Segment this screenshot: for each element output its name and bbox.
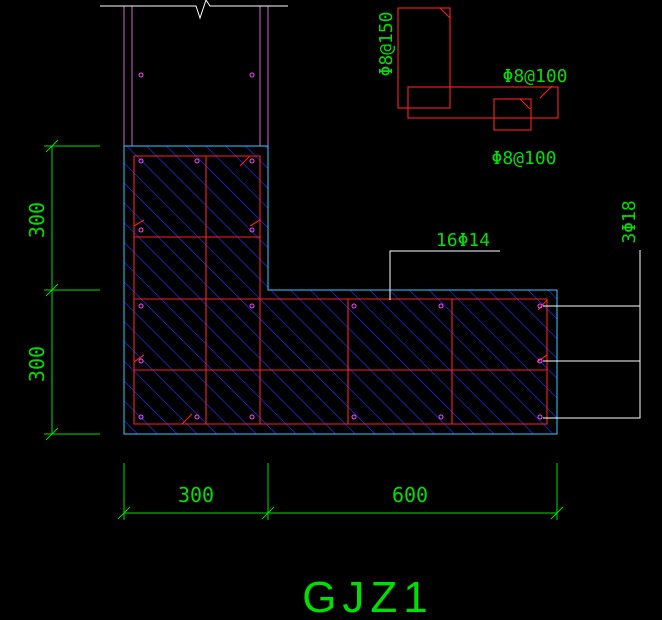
rebar-dot	[537, 303, 543, 309]
drawing-title: GJZ1	[302, 573, 434, 620]
rebar-dot	[138, 414, 144, 420]
column-outline	[123, 145, 558, 435]
dim-vertical-lower: 300	[25, 346, 49, 382]
upper-wall	[100, 0, 288, 146]
rebar-dot	[194, 414, 200, 420]
rebar-dot	[537, 358, 543, 364]
stirrup-horizontal-shape	[407, 86, 559, 119]
dim-horizontal-left: 300	[178, 483, 214, 507]
rebar-dot	[138, 158, 144, 164]
stirrup-horizontal-label: Φ8@100	[502, 66, 567, 87]
rebar-dot	[249, 158, 255, 164]
main-bars-label: 16Φ14	[436, 230, 490, 251]
end-bars-leader	[543, 250, 641, 419]
stirrup-vertical-shape	[397, 7, 451, 109]
rebar-dot	[537, 414, 543, 420]
dimension-lines	[44, 139, 564, 520]
end-bars-label: 3Φ18	[619, 200, 640, 243]
rebar-dot	[351, 303, 357, 309]
stirrup-small-label: Φ8@100	[491, 148, 556, 169]
upper-wall-dots	[138, 72, 255, 78]
stirrup-small-shape	[493, 98, 532, 131]
stirrup-vertical-label: Φ8@150	[376, 11, 397, 76]
rebar-dot	[138, 358, 144, 364]
rebar-dot	[438, 303, 444, 309]
rebar-dot	[438, 414, 444, 420]
rebar-dot	[138, 303, 144, 309]
rebar-dot	[194, 158, 200, 164]
dim-vertical-upper: 300	[25, 202, 49, 238]
stirrup-details	[397, 7, 559, 131]
stirrups	[133, 155, 548, 425]
dim-horizontal-right: 600	[392, 483, 428, 507]
leaders	[389, 250, 641, 419]
rebar-dot	[138, 227, 144, 233]
rebar-dot	[249, 227, 255, 233]
rebar-dot	[249, 303, 255, 309]
rebar-dot	[351, 414, 357, 420]
rebar-dots	[138, 158, 543, 420]
rebar-dot	[249, 414, 255, 420]
main-bars-leader	[389, 250, 500, 300]
break-line	[100, 0, 288, 20]
